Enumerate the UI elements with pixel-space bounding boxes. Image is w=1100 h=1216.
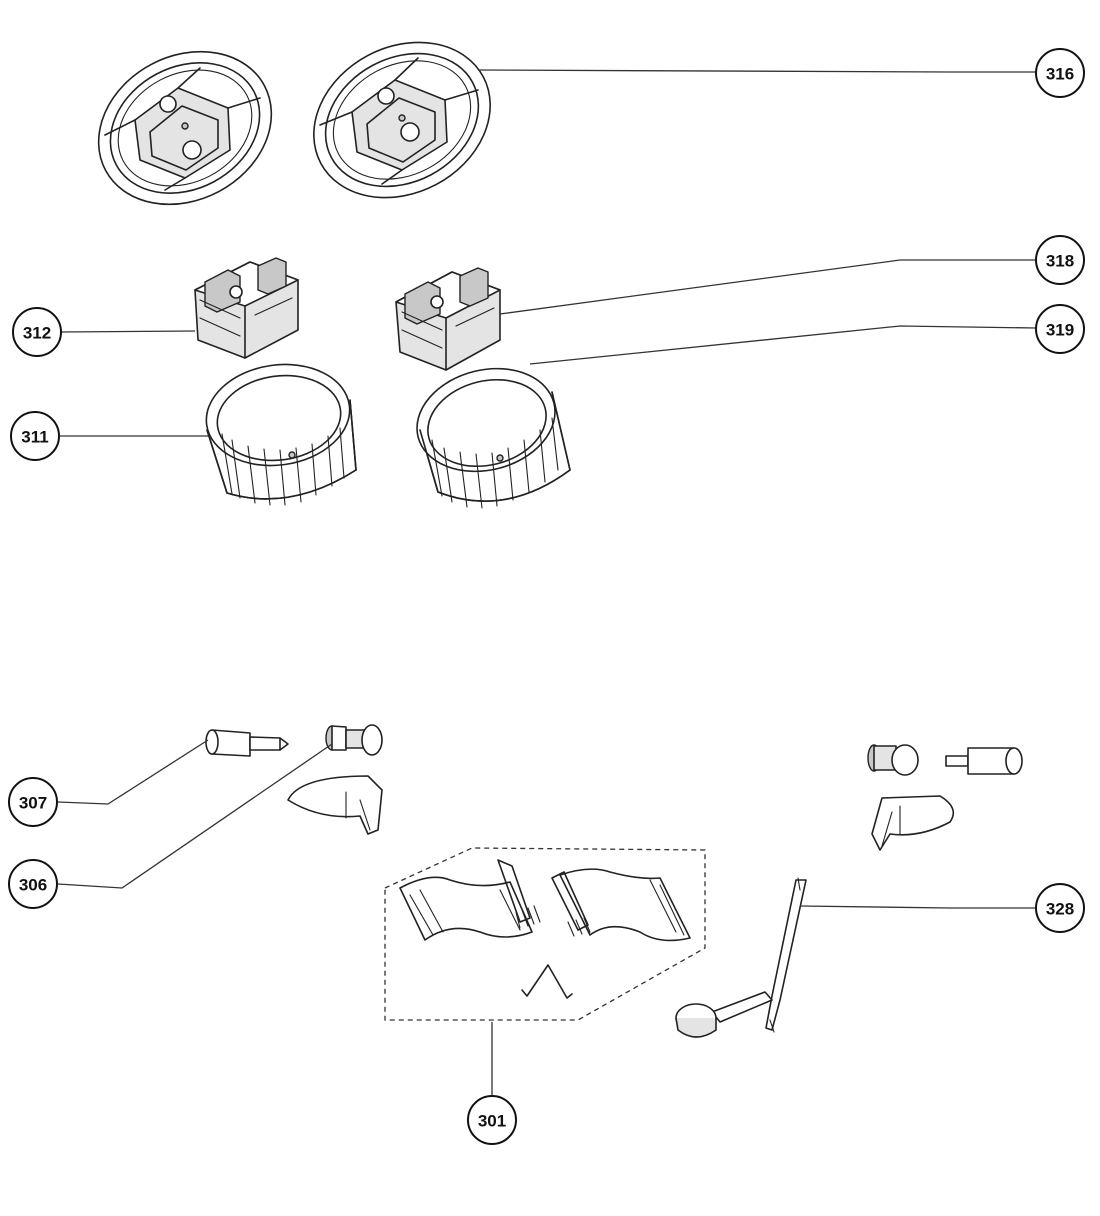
callout-316: 316 <box>1035 48 1085 98</box>
callout-307: 307 <box>8 777 58 827</box>
callout-306-label: 306 <box>19 876 47 895</box>
pin-right <box>945 747 1023 775</box>
blade-cover-right <box>871 795 955 851</box>
blade-cover-left <box>287 775 383 835</box>
motor-block-right <box>395 267 501 371</box>
callout-306: 306 <box>8 859 58 909</box>
callout-301: 301 <box>467 1095 517 1145</box>
leader-lines <box>57 69 1037 1096</box>
callout-328: 328 <box>1035 883 1085 933</box>
callout-307-label: 307 <box>19 794 47 813</box>
fan-drum-left <box>205 363 357 506</box>
callout-318: 318 <box>1035 235 1085 285</box>
bushing-right <box>867 744 919 776</box>
callout-318-label: 318 <box>1046 252 1074 271</box>
callout-311: 311 <box>10 411 60 461</box>
sensor-assembly <box>675 877 807 1038</box>
fan-drum-right <box>416 367 571 509</box>
callout-319: 319 <box>1035 304 1085 354</box>
bushing-left <box>325 724 383 756</box>
callout-312-label: 312 <box>23 324 51 343</box>
callout-316-label: 316 <box>1046 65 1074 84</box>
callout-311-label: 311 <box>21 428 48 447</box>
callout-319-label: 319 <box>1046 321 1074 340</box>
pin-left <box>205 729 289 757</box>
mounting-plate-left <box>97 50 273 206</box>
mounting-plate-right <box>313 41 491 199</box>
motor-block-left <box>194 257 299 359</box>
callout-312: 312 <box>12 307 62 357</box>
louver-kit-group <box>384 847 706 1021</box>
callout-301-label: 301 <box>478 1112 506 1131</box>
callout-328-label: 328 <box>1046 900 1074 919</box>
